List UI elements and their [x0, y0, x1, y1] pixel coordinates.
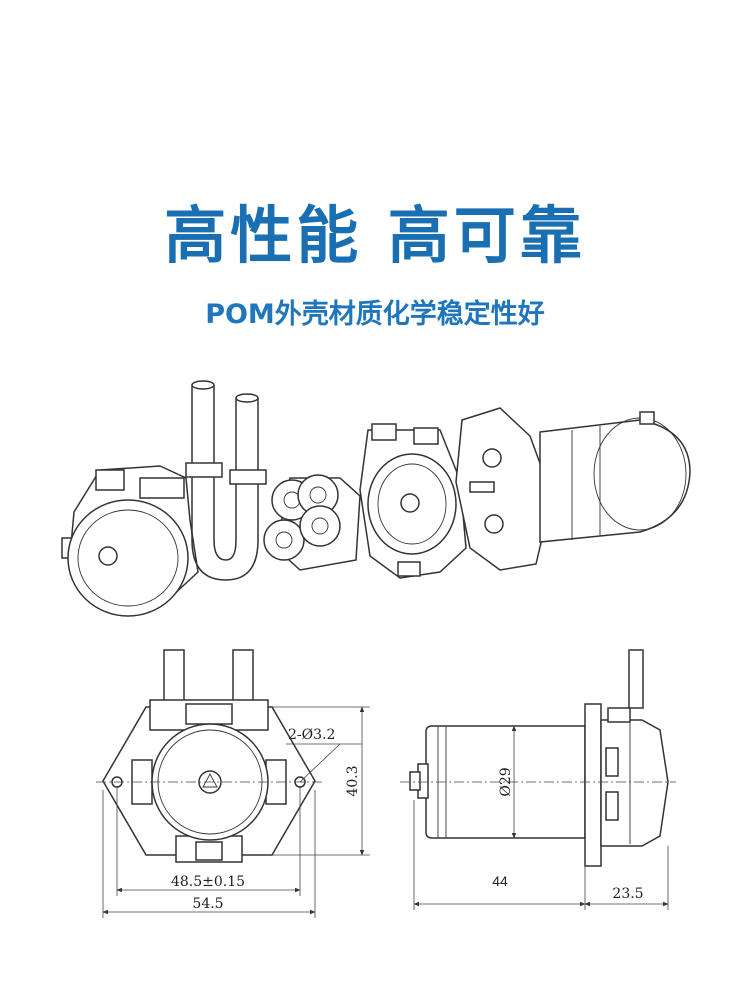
- motor-diameter-label: Ø29: [498, 767, 514, 796]
- mounting-plate-illustration: [455, 407, 553, 571]
- motor-length-label: 44: [492, 873, 508, 889]
- pump-head-cover-illustration: [61, 465, 199, 617]
- u-tube-illustration: [185, 380, 267, 581]
- rotor-housing-illustration: [359, 423, 467, 579]
- headline: 高性能 高可靠: [164, 199, 586, 272]
- side-view-dimensions: [413, 725, 669, 910]
- motor-illustration: [539, 411, 691, 543]
- hole-dimension-label: 2-Ø3.2: [288, 727, 335, 743]
- exploded-view: [61, 380, 691, 617]
- rollers-illustration: [263, 474, 361, 571]
- front-view: [96, 649, 322, 863]
- front-view-dimensions: [102, 706, 370, 918]
- head-depth-label: 23.5: [612, 886, 643, 902]
- height-dimension-label: 40.3: [345, 765, 361, 796]
- side-view: [400, 649, 676, 867]
- subline: POM外壳材质化学稳定性好: [205, 299, 545, 330]
- width-dimension-label: 54.5: [192, 896, 223, 912]
- hole-spacing-dimension-label: 48.5±0.15: [171, 874, 245, 890]
